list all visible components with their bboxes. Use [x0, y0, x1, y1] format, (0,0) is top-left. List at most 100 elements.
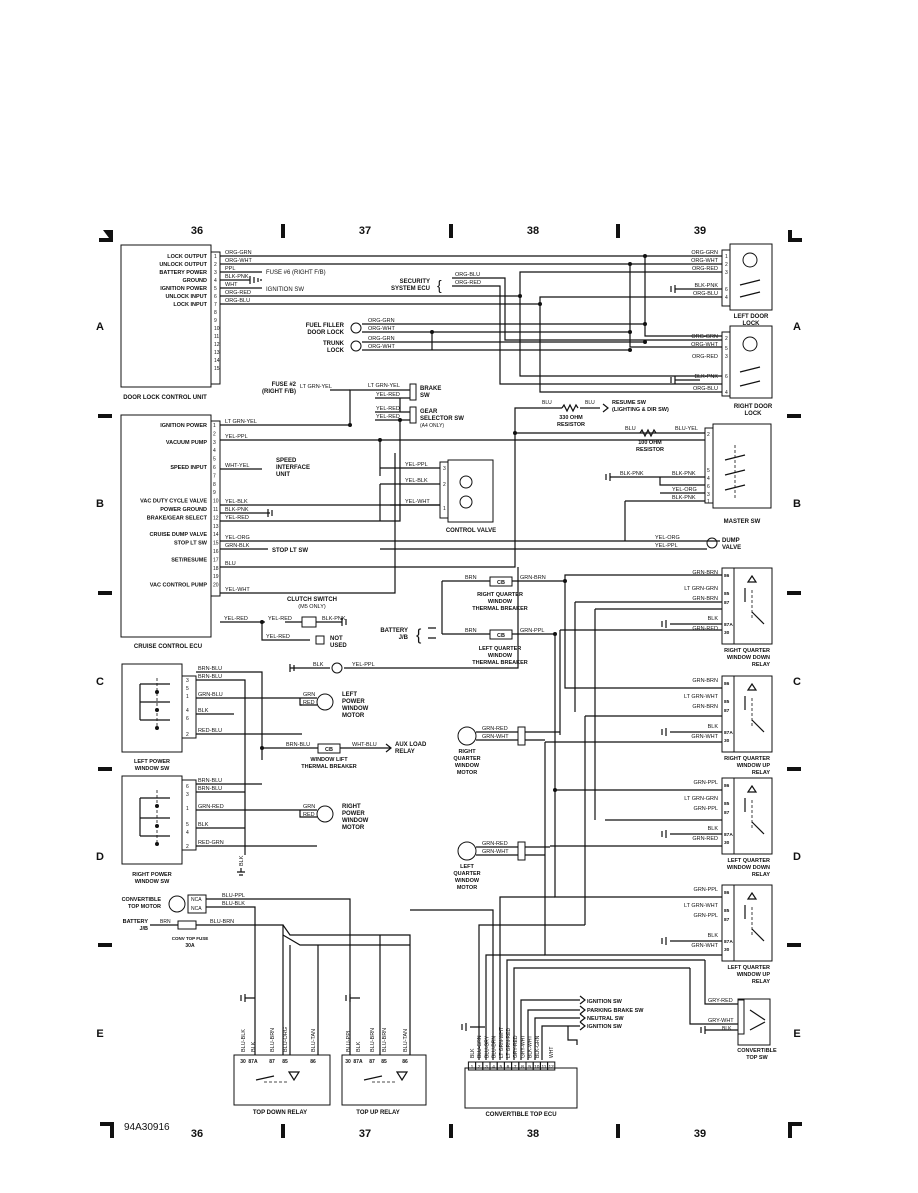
pin-number: 18: [213, 566, 219, 572]
relay-coil: [744, 891, 765, 942]
relay-coil: [744, 784, 765, 835]
pin-label: BRAKE/GEAR SELECT: [147, 515, 208, 521]
wire-label: BLK-PNK: [225, 274, 249, 280]
wire-label: GRN-BLU: [198, 692, 223, 698]
relay-ground: [661, 830, 722, 838]
pin-number: 10: [213, 499, 219, 505]
pin-number: 7: [213, 473, 216, 479]
convertible-top-ecu-label: CONVERTIBLE TOP ECU: [485, 1112, 556, 1118]
control-valve-solenoid: [459, 495, 473, 509]
wire-label: BLU-YEL: [675, 426, 698, 432]
wire-label: GRY-WHT: [708, 1018, 734, 1024]
relay-pin-number: 86: [724, 783, 730, 789]
resistor-100-label: 100 OHM: [638, 440, 662, 446]
door-lock-wiring: ORG-GRN ORG-WHT PPL BLK-PNK WHT ORG-RED …: [220, 250, 722, 393]
pin-number: 12: [214, 342, 220, 348]
wire-label: WHT-BLU: [352, 742, 377, 748]
ignition-sw-label: IGNITION SW: [266, 287, 304, 293]
wire-label: ORG-WHT: [691, 342, 719, 348]
pin-label: UNLOCK INPUT: [165, 294, 207, 300]
wire-label: BLK: [722, 1026, 732, 1032]
fuse6-label: FUSE #6 (RIGHT F/B): [266, 270, 326, 276]
wire-label: YEL-RED: [376, 414, 400, 420]
wire-label: GRN-PPL: [694, 913, 718, 919]
relay-pin-number: 85: [282, 1059, 288, 1065]
top-relay-pins: 30BLU-BLK87ABLK87BLU-BRN85BLU-ORG86BLU-T…: [240, 1027, 409, 1083]
relay-label: WINDOW UP: [737, 972, 771, 978]
wire-label: BLK: [708, 616, 719, 622]
wire-label: BLU-PPL: [222, 893, 245, 899]
svg-text:3: 3: [725, 270, 728, 276]
right-quarter-window-motor: [457, 726, 477, 746]
ecu-pin-number: 4: [492, 1064, 495, 1070]
pin-number: 10: [214, 326, 220, 332]
convertible-top-sw-label: TOP SW: [746, 1055, 768, 1061]
wire-label: LT GRN-YEL: [225, 419, 257, 425]
wire-label: ORG-WHT: [691, 258, 719, 264]
security-ecu-label: SECURITY: [400, 279, 430, 285]
wire-label: BLK-WHT: [528, 1036, 534, 1059]
wire-label: GRN: [303, 692, 315, 698]
grid-row-label: C: [96, 676, 104, 688]
brace: {: [437, 277, 442, 293]
stop-lt-sw-label: STOP LT SW: [272, 548, 308, 554]
svg-text:3: 3: [186, 792, 189, 798]
gear-selector-label: GEAR: [420, 409, 438, 415]
relay-contacts: [255, 1071, 301, 1082]
right-quarter-window-motor-label: MOTOR: [457, 770, 477, 776]
ecu-input-label: PARKING BRAKE SW: [587, 1008, 644, 1014]
trunk-lock-motor: [350, 340, 362, 352]
brake-sw-label: SW: [420, 393, 430, 399]
ecu-pin-number: 3: [485, 1064, 488, 1070]
grid-col-label: 38: [527, 225, 539, 237]
col-tick: [281, 224, 285, 238]
aux-relay-label: RELAY: [395, 749, 415, 755]
cruise-ecu-connector: [210, 420, 221, 597]
wire-label: ORG-GRN: [368, 336, 395, 342]
wire-label: GRN-RED: [198, 804, 224, 810]
wire-label: BLU: [225, 561, 236, 567]
relay-pin-number: 85: [724, 801, 730, 807]
wire-label: YEL-WHT: [405, 499, 430, 505]
wire-label: GRN-PPL: [520, 628, 544, 634]
svg-text:1: 1: [186, 694, 189, 700]
relay-label: LEFT QUARTER: [728, 965, 770, 971]
pin-number: 1: [213, 423, 216, 429]
pin-number: 14: [214, 358, 220, 364]
cruise-wiring: LT GRN-YEL YEL-PPL WHT-YEL YEL-BLK BLK-P…: [220, 382, 772, 674]
wire-label: RED-GRN: [198, 840, 224, 846]
grid-col-label: 37: [359, 225, 371, 237]
pin-label: IGNITION POWER: [160, 423, 207, 429]
relay-label: RELAY: [752, 872, 770, 878]
wire-label: BLK: [251, 1041, 257, 1052]
svg-text:1: 1: [186, 806, 189, 812]
relay-pin-number: 85: [381, 1059, 387, 1065]
corner-mark-top-left: [99, 230, 113, 242]
wire-label: BLK-GRN: [535, 1035, 541, 1058]
wire-label: BLU-PPL: [346, 1029, 352, 1052]
wire-label: BRN: [465, 575, 477, 581]
left-door-lock-label: LEFT DOOR: [734, 314, 769, 320]
ecu-input-label: IGNITION SW: [587, 999, 623, 1005]
grid-row-label: C: [793, 676, 801, 688]
relay-pin-number: 30: [724, 738, 730, 744]
wire-label: NCA: [191, 897, 202, 903]
convertible-top-section: CONVERTIBLE TOP MOTOR NCA NCA BLU-PPL BL…: [122, 893, 777, 1118]
relay-label: WINDOW DOWN: [727, 865, 770, 871]
pin-number: 8: [213, 482, 216, 488]
wire-label: BLK-PNK: [322, 616, 346, 622]
dump-valve-label: VALVE: [722, 545, 741, 551]
relay-body: [733, 884, 773, 962]
wire-label: ORG-BLU: [225, 298, 250, 304]
left-quarter-window-motor-label: LEFT: [460, 864, 474, 870]
top-down-relay-body: [233, 1054, 331, 1106]
wire-label: BLU-BLK: [241, 1029, 247, 1052]
relay-coil: [744, 682, 765, 733]
svg-text:5: 5: [725, 346, 728, 352]
ecu-pin-number: 9: [528, 1064, 531, 1070]
col-tick: [449, 224, 453, 238]
